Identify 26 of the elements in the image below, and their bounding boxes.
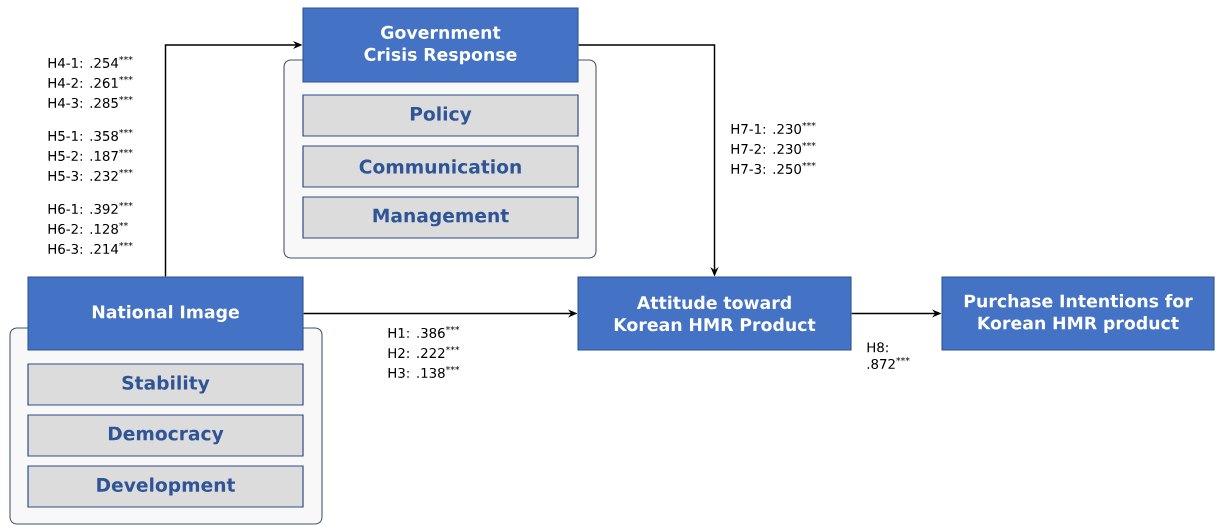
construct-box: Government Crisis Response <box>302 7 579 83</box>
dimension-box: Stability <box>27 363 304 406</box>
path-coefficient: H7-1: .230$^{***}$ <box>731 122 816 134</box>
path-coefficient: H3: .138$^{***}$ <box>388 366 460 378</box>
construct-box: Attitude toward Korean HMR Product <box>577 276 852 351</box>
path-coefficient: H6-2: .128$^{**}$ <box>48 222 128 234</box>
path-coefficient: H7-2: .230$^{***}$ <box>731 142 816 154</box>
dimension-box: Development <box>27 465 304 508</box>
dimension-box: Democracy <box>27 414 304 457</box>
path-coefficient: H5-1: .358$^{***}$ <box>48 129 133 141</box>
construct-box: Purchase Intentions for Korean HMR product <box>941 276 1215 351</box>
path-coefficient: H6-3: .214$^{***}$ <box>48 242 133 254</box>
path-coefficient: H1: .386$^{***}$ <box>388 326 460 338</box>
path-coefficient: H5-3: .232$^{***}$ <box>48 169 133 181</box>
path-coefficient: H4-3: .285$^{***}$ <box>48 96 133 108</box>
path-coefficient: H7-3: .250$^{***}$ <box>731 162 816 174</box>
dimension-box: Management <box>302 196 579 239</box>
construct-box: National Image <box>27 276 304 351</box>
path-coefficient: H6-1: .392$^{***}$ <box>48 202 133 214</box>
dimension-box: Policy <box>302 94 579 137</box>
path-coefficient: H8: .872$^{***}$ <box>867 342 910 369</box>
path-coefficient: H2: .222$^{***}$ <box>388 346 460 358</box>
path-coefficient: H5-2: .187$^{***}$ <box>48 149 133 161</box>
path-coefficient: H4-2: .261$^{***}$ <box>48 76 133 88</box>
path-coefficient: H4-1: .254$^{***}$ <box>48 56 133 68</box>
dimension-box: Communication <box>302 145 579 188</box>
